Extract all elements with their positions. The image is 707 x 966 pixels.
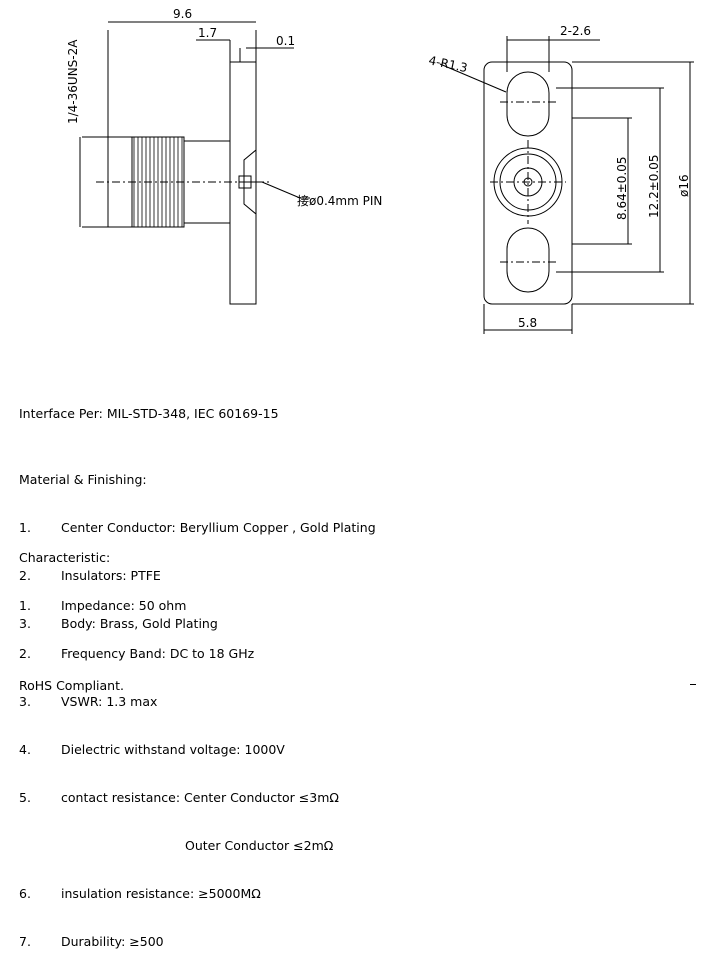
dim-flange-length: ø16 xyxy=(677,174,691,197)
characteristic-item: 2.Frequency Band: DC to 18 GHz xyxy=(19,646,255,661)
characteristic-item: 5.contact resistance: Center Conductor ≤… xyxy=(19,790,339,805)
characteristic-continuation: Outer Conductor ≤2mΩ xyxy=(185,838,334,853)
thread-spec: 1/4-36UNS-2A xyxy=(66,39,80,124)
characteristic-item: 4.Dielectric withstand voltage: 1000V xyxy=(19,742,285,757)
rohs-line: RoHS Compliant. xyxy=(19,678,124,693)
corner-dash xyxy=(690,684,696,685)
characteristic-title: Characteristic: xyxy=(19,550,111,565)
characteristic-item: 6.insulation resistance: ≥5000MΩ xyxy=(19,886,261,901)
interface-line: Interface Per: MIL-STD-348, IEC 60169-15 xyxy=(19,406,279,421)
dim-slot-width: 2-2.6 xyxy=(560,24,591,38)
slot-top xyxy=(506,71,550,137)
body-neck xyxy=(183,140,231,224)
technical-drawing: 9.6 1.7 0.1 1/4-36UNS-2A 接ø0.4mm PIN 2-2… xyxy=(66,7,694,334)
dim-slot-spacing: 12.2±0.05 xyxy=(647,155,661,219)
flange-front xyxy=(483,61,573,305)
dim-pin-recess: 0.1 xyxy=(276,34,295,48)
dim-hole-spacing: 8.64±0.05 xyxy=(615,157,629,221)
characteristic-section: Characteristic: 1.Impedance: 50 ohm 2.Fr… xyxy=(19,518,339,966)
dim-flange-offset: 1.7 xyxy=(198,26,217,40)
material-item: 1.Center Conductor: Beryllium Copper , G… xyxy=(19,520,376,535)
material-item: 3.Body: Brass, Gold Plating xyxy=(19,616,218,631)
characteristic-item: 3.VSWR: 1.3 max xyxy=(19,694,158,709)
thread-lines xyxy=(133,137,183,227)
flange-side xyxy=(229,61,257,305)
characteristic-item: 1.Impedance: 50 ohm xyxy=(19,598,187,613)
material-section: Material & Finishing: 1.Center Conductor… xyxy=(19,440,376,648)
material-item: 2.Insulators: PTFE xyxy=(19,568,161,583)
dim-total-length: 9.6 xyxy=(173,7,192,21)
dim-flange-width: 5.8 xyxy=(518,316,537,330)
dim-slot-radius: 4-R1.3 xyxy=(427,53,468,75)
material-title: Material & Finishing: xyxy=(19,472,147,487)
characteristic-item: 7.Durability: ≥500 xyxy=(19,934,164,949)
slot-bottom xyxy=(506,227,550,293)
pin-callout: 接ø0.4mm PIN xyxy=(297,193,382,208)
